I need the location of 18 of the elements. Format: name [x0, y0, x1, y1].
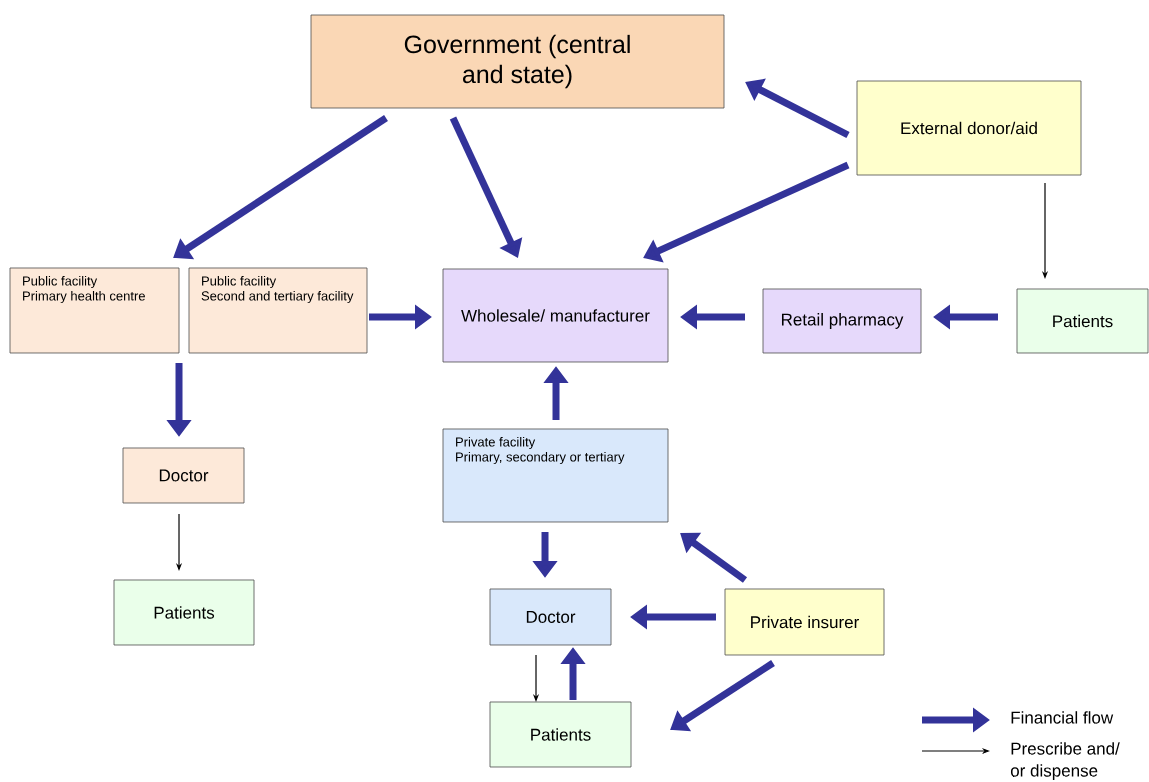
- process-box: Private insurer: [724, 588, 885, 656]
- process-box: Doctor: [489, 588, 612, 646]
- process-box: Private facility Primary, secondary or tertiary: [442, 428, 669, 523]
- process-box: Wholesale/ manufacturer: [442, 268, 669, 363]
- process-box: Patients: [1016, 288, 1149, 354]
- process-box: Public facility Second and tertiary facility: [188, 267, 368, 354]
- arrow: [670, 660, 775, 732]
- process-box: Doctor: [122, 447, 245, 504]
- process-box: Patients: [113, 579, 255, 646]
- process-box: Retail pharmacy: [762, 288, 922, 354]
- process-box: Public facility Primary health centre: [9, 267, 180, 354]
- legend-label: Financial flow: [1011, 711, 1114, 724]
- process-box: Patients: [489, 701, 632, 768]
- process-box: External donor/aid: [856, 80, 1082, 176]
- arrow: [680, 532, 748, 583]
- process-box: Government (central and state): [310, 14, 725, 109]
- arrow: [173, 115, 388, 260]
- legend-label: Prescribe and/ or dispense: [1010, 742, 1120, 781]
